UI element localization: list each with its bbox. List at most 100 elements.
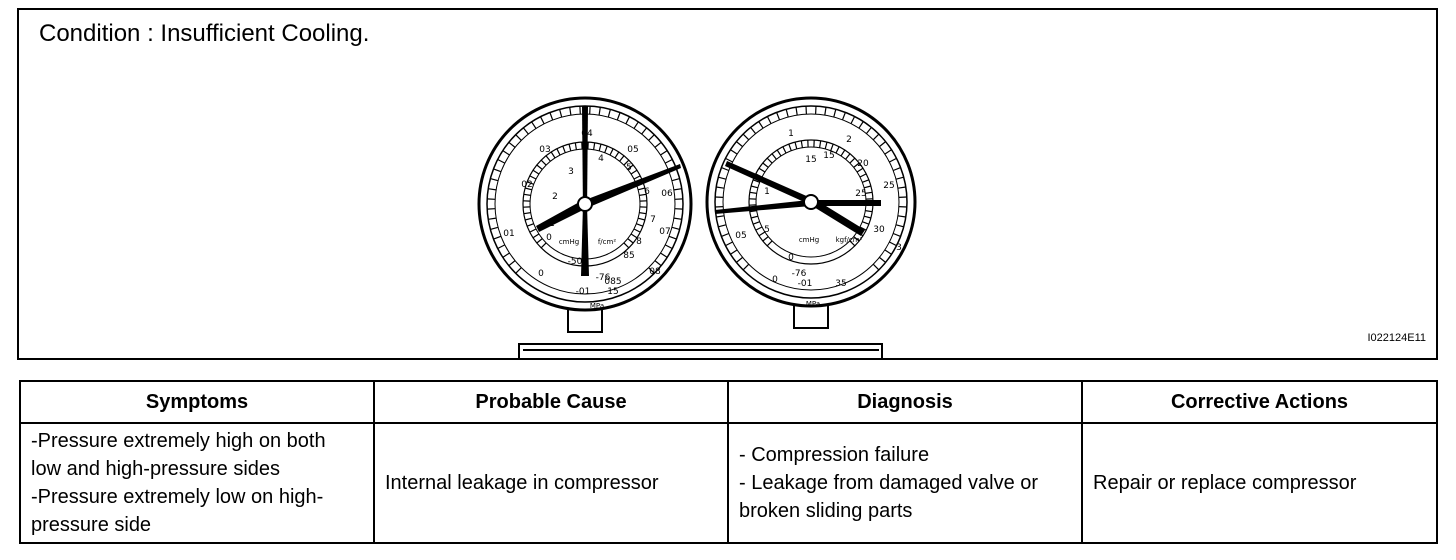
gauge-tick [493,168,502,173]
gauge-tick [766,116,772,124]
gauge-tick [771,153,777,160]
gauge-tick [524,217,533,221]
gauge-tick [776,149,782,157]
gauge-tick [490,178,499,182]
gauge-tick [725,157,733,163]
gauge-tick [569,107,572,116]
low-inner-label: 85 [623,251,634,261]
high-outer-label: 1 [788,129,794,139]
gauge-tick [788,143,792,151]
gauge-tick [633,121,639,129]
gauge-tick [654,141,662,148]
gauge-tick [782,146,787,154]
gauge-tick [532,233,540,239]
gauge-tick [609,148,614,156]
cell-corrective-actions: Repair or replace compressor [1081,422,1438,544]
gauge-tick [758,121,764,129]
high-inner-label: 25 [855,189,866,199]
table-header-row: Symptoms Probable Cause Diagnosis Correc… [19,380,1438,424]
high-outer-label: 25 [883,181,894,191]
gauge-tick [840,149,846,157]
high-unit-right: kgf/cm² [836,236,863,244]
gauge-tick [664,158,673,164]
gauge-tick [532,169,540,175]
gauge-tick [856,167,864,173]
gauge-tick [795,107,798,116]
high-outer-label: 2 [846,135,852,145]
figure-code: I022124E11 [1367,332,1426,344]
gauge-tick [574,142,577,150]
gauge-tick [800,140,803,148]
gauge-tick [750,127,757,134]
gauge-tick [824,141,828,150]
low-inner-label: 0 [546,233,552,243]
low-outer-label: -01 [576,287,591,297]
gauge-tick [515,134,522,141]
gauge-tick [633,175,641,180]
low-pressure-gauge: 0 -01 01 02 03 04 05 06 07 08 085 15 0 1… [477,96,693,333]
gauge-tick [523,212,531,215]
gauge-tick [762,236,769,242]
low-outer-label: 05 [627,145,638,155]
gauge-tick [524,187,533,191]
gauge-tick [526,181,534,185]
gauge-tick [529,175,537,180]
high-outer-label: 3 [896,243,902,253]
header-diagnosis: Diagnosis [727,380,1083,424]
gauge-tick [841,112,846,121]
gauge-tick [526,223,534,227]
gauge-tick [742,263,750,271]
gauge-tick [862,221,870,225]
gauge-tick [845,153,851,160]
diagnosis-table: Symptoms Probable Cause Diagnosis Correc… [19,380,1438,544]
gauge-tick [858,121,864,129]
gauge-tick [623,159,630,166]
gauge-tick [556,148,561,156]
gauge-tick [859,226,867,231]
symptom-line: low and high-pressure sides [31,458,281,480]
gauge-tick [897,215,906,218]
gauge-tick [758,231,766,237]
high-outer-label: 0 [772,275,778,285]
gauge-tick [664,244,673,250]
gauge-tick [889,241,897,247]
gauge-tick [568,143,572,152]
gauge-tick [523,193,531,196]
high-inner-label: 0 [788,253,794,263]
gauge-tick [539,116,545,125]
gauge-tick [755,226,763,231]
gauge-tick [529,228,537,233]
manifold-gauge-illustration: 0 -01 01 02 03 04 05 06 07 08 085 15 0 1… [477,96,917,358]
gauge-tick [716,186,725,189]
gauge-tick [750,215,759,219]
gauge-tick [865,127,872,134]
symptom-line: -Pressure extremely high on both [31,430,326,452]
high-inner-label: 1 [764,187,770,197]
high-pressure-gauge: 0 -01 05 1 15 2 25 3 35 0 5 1 15 20 25 3… [705,96,917,329]
high-inner-label: -76 [792,269,807,279]
gauge-tick [849,240,856,247]
gauge-tick [598,143,602,152]
gauge-tick [630,233,638,239]
gauge-tick [853,162,860,168]
gauge-tick [862,179,870,183]
gauge-tick [849,157,856,164]
gauge-tick [865,210,873,213]
gauge-tick [879,141,886,148]
gauge-tick [671,178,680,182]
high-inner-label: 15 [823,151,834,161]
gauge-tick [508,141,516,148]
gauge-tick [604,145,608,153]
cell-symptoms: -Pressure extremely high on both low and… [19,422,375,544]
gauge-tick [884,249,892,255]
header-symptoms: Symptoms [19,380,375,424]
symptom-line: -Pressure extremely low on high- [31,486,324,508]
low-inner-label: 5 [626,163,632,173]
gauge-tick [648,267,655,274]
low-gauge-needles [536,106,681,276]
high-gauge-needles [715,161,881,236]
low-unit-left: cmHg [559,238,579,246]
gauge-tick [637,217,646,221]
gauge-tick [785,109,789,118]
gauge-tick [872,133,880,141]
